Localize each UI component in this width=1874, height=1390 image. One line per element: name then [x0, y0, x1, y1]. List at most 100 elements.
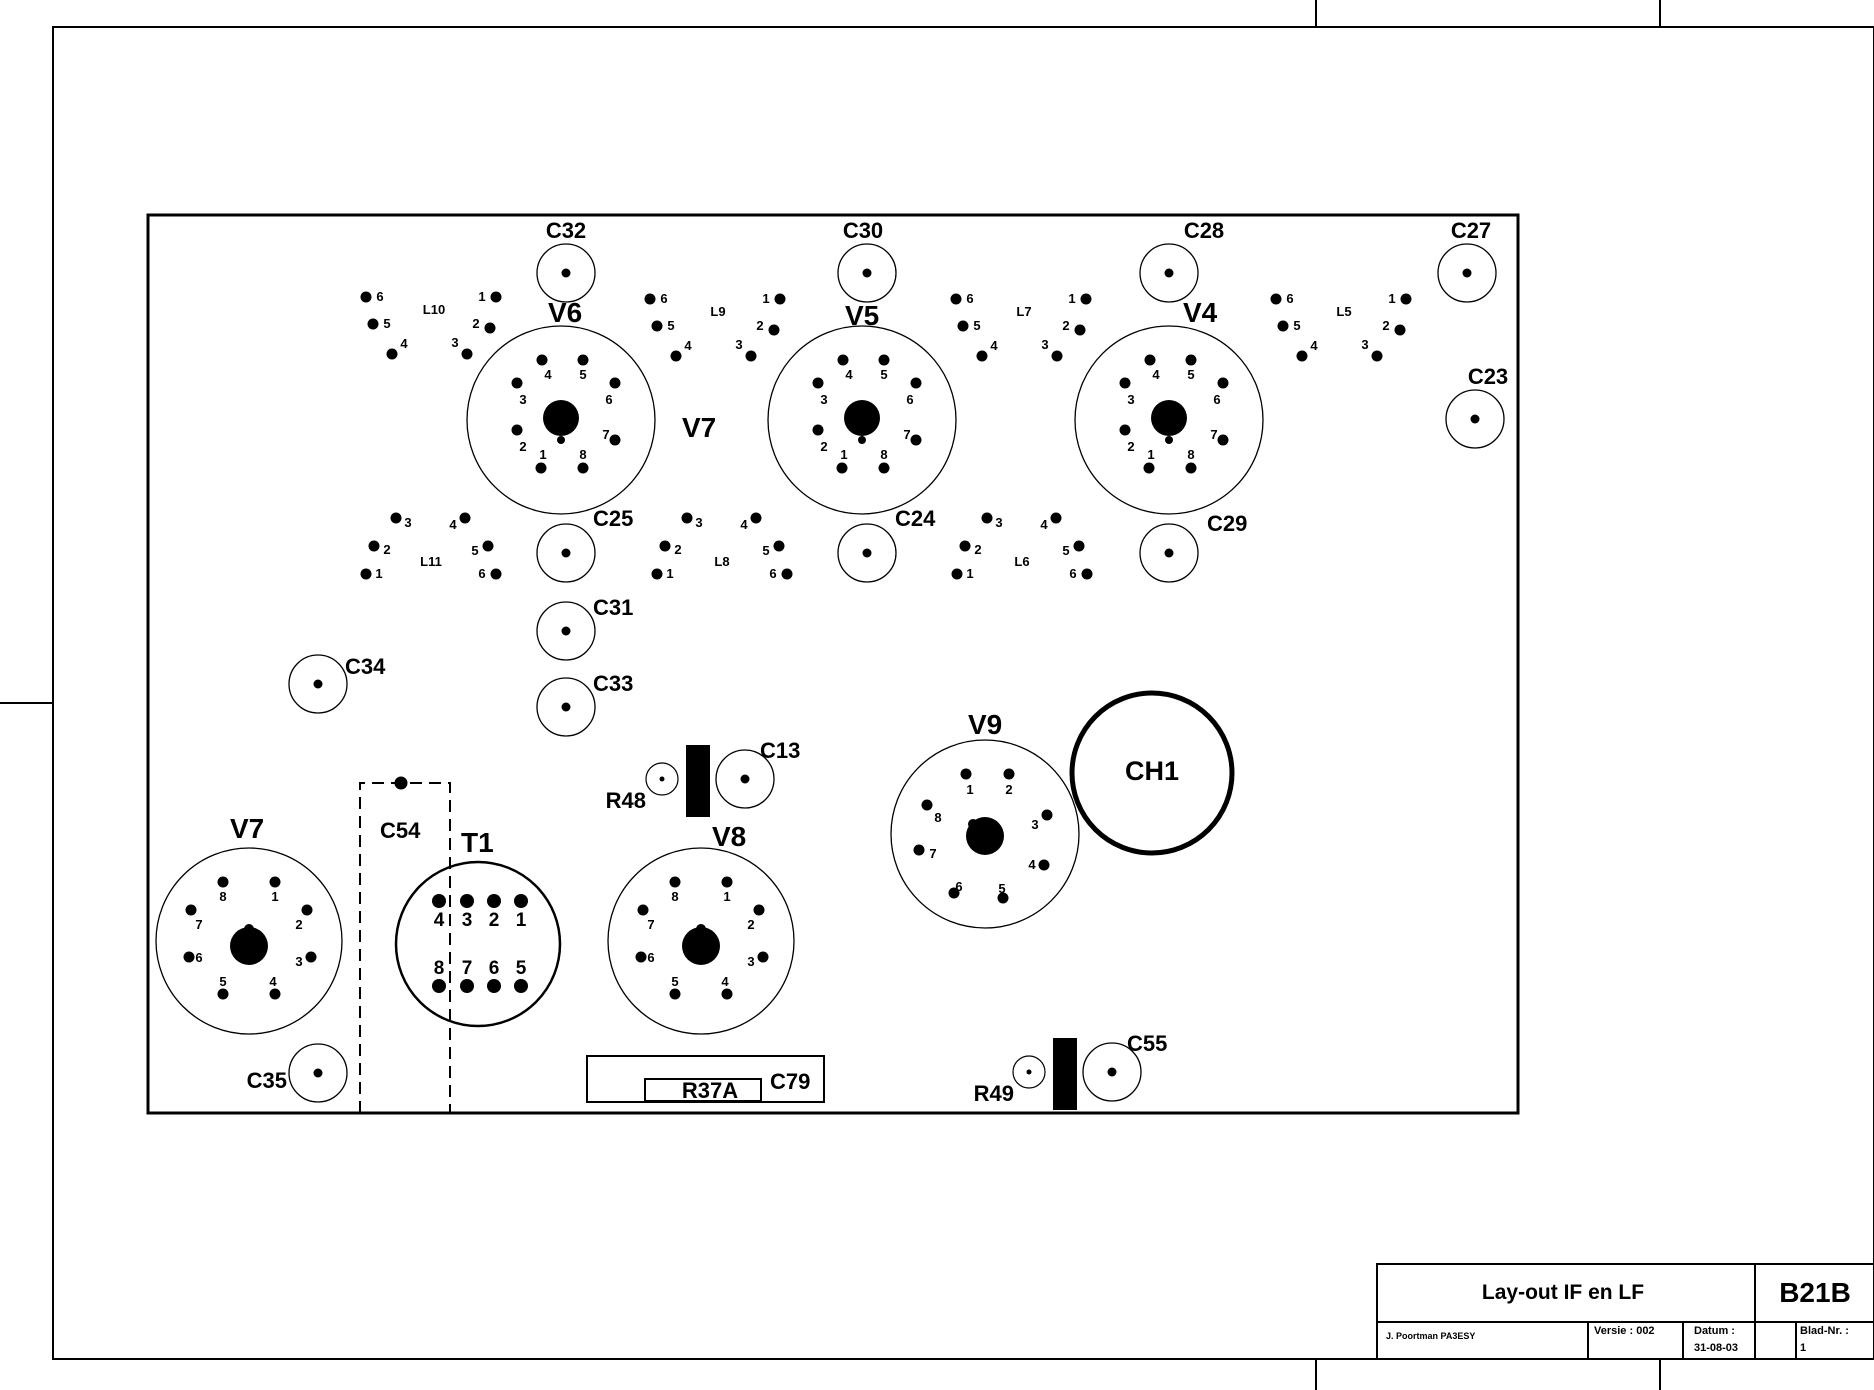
coil-pin-label: 5	[1062, 543, 1069, 558]
resistor-pin	[1026, 1069, 1032, 1075]
capacitor-pin	[561, 548, 571, 558]
coil-pin-label: 6	[660, 291, 667, 306]
capacitor-pin	[313, 1068, 323, 1078]
tube-socket-center	[682, 927, 720, 965]
coil-pin	[1277, 320, 1289, 332]
coil-label: L10	[423, 302, 445, 317]
tube-pin	[1185, 462, 1197, 474]
tube-socket-key	[244, 924, 254, 934]
coil-pin	[368, 540, 380, 552]
tube-pin-label: 2	[747, 917, 754, 932]
tube-socket-outline	[767, 325, 957, 515]
coil-pin	[670, 350, 682, 362]
coil-pin	[981, 512, 993, 524]
tube-pin-label: 3	[1127, 392, 1134, 407]
coil-label: L8	[714, 554, 729, 569]
coil-pin	[1051, 350, 1063, 362]
tube-pin-label: 7	[647, 917, 654, 932]
coil-pin-label: 4	[990, 338, 998, 353]
capacitor-pin	[862, 268, 872, 278]
drawing-sheet-number: 1	[1800, 1342, 1806, 1354]
capacitor-pin	[561, 626, 571, 636]
drawing-sheet-label: Blad-Nr. :	[1800, 1325, 1849, 1337]
transformer-pin	[487, 979, 501, 993]
tube-pin	[1143, 462, 1155, 474]
tube-socket-key	[1165, 436, 1173, 444]
resistor-pad	[1012, 1055, 1046, 1089]
tube-pin	[577, 462, 589, 474]
resistor-pin	[659, 776, 665, 782]
tube-label-v6: V6	[548, 297, 582, 328]
tube-pin	[913, 844, 925, 856]
tube-pin-label: 4	[845, 367, 853, 382]
coil-pin	[1074, 324, 1086, 336]
capacitor-pin	[1470, 414, 1480, 424]
tube-socket-outline	[155, 847, 343, 1035]
capacitor-pin	[1164, 268, 1174, 278]
coil-pin-label: 1	[1388, 291, 1395, 306]
coil-pin-label: 6	[1069, 566, 1076, 581]
tube-pin	[635, 951, 647, 963]
coil-pin	[659, 540, 671, 552]
coil-pin-label: 2	[1382, 318, 1389, 333]
tube-socket-key	[858, 436, 866, 444]
coil-pin-label: 5	[383, 316, 390, 331]
transformer-outline	[394, 860, 562, 1028]
tube-pin-label: 5	[579, 367, 586, 382]
tube-pin	[1119, 377, 1131, 389]
capacitor-label: C34	[345, 654, 386, 679]
coil-pin	[957, 320, 969, 332]
capacitor-outline	[1082, 1042, 1142, 1102]
capacitor-outline	[536, 601, 596, 661]
tube-pin	[1119, 424, 1131, 436]
drawing-version: Versie : 002	[1594, 1325, 1655, 1337]
coil-pin	[482, 540, 494, 552]
capacitor-label: C23	[1468, 364, 1508, 389]
coil-pin	[951, 568, 963, 580]
tube-pin-label: 4	[269, 974, 277, 989]
resistor-pad	[645, 762, 679, 796]
transformer-pin	[514, 979, 528, 993]
tube-pin	[836, 462, 848, 474]
tube-pin-label: 5	[998, 881, 1005, 896]
drawing-date: 31-08-03	[1694, 1342, 1738, 1354]
tube-pin-label: 8	[671, 889, 678, 904]
tube-pin	[997, 892, 1009, 904]
tube-pin	[1217, 434, 1229, 446]
tube-pin-label: 6	[906, 392, 913, 407]
coil-pin-label: 5	[667, 318, 674, 333]
tube-pin-label: 5	[671, 974, 678, 989]
capacitor-label: C54	[380, 818, 421, 843]
tube-pin-label: 3	[747, 954, 754, 969]
tube-pin	[721, 988, 733, 1000]
tube-pin	[921, 799, 933, 811]
tube-pin	[535, 462, 547, 474]
transformer-pin-label: 8	[434, 958, 445, 979]
coil-pin-label: 4	[449, 517, 457, 532]
capacitor-label: C30	[843, 218, 883, 243]
capacitor-pin	[1107, 1067, 1117, 1077]
coil-pin	[773, 540, 785, 552]
tube-pin	[577, 354, 589, 366]
coil-pin-label: 3	[1041, 337, 1048, 352]
capacitor-outline	[536, 677, 596, 737]
tube-pin-label: 3	[820, 392, 827, 407]
tube-socket-center	[543, 400, 579, 436]
tube-pin-label: 3	[519, 392, 526, 407]
tube-pin-label: 1	[723, 889, 730, 904]
coil-pin-label: 3	[1361, 337, 1368, 352]
tube-socket-outline	[466, 325, 656, 515]
tube-pin	[269, 876, 281, 888]
capacitor-pin	[740, 774, 750, 784]
tube-pin	[837, 354, 849, 366]
tube-pin	[960, 768, 972, 780]
tube-pin-label: 7	[195, 917, 202, 932]
coil-pin	[1080, 293, 1092, 305]
coil-pin	[386, 348, 398, 360]
tube-label-v5: V5	[845, 300, 879, 331]
tube-pin-label: 1	[1147, 447, 1154, 462]
coil-pin-label: 1	[966, 566, 973, 581]
coil-pin-label: 1	[762, 291, 769, 306]
coil-pin-label: 4	[740, 517, 748, 532]
